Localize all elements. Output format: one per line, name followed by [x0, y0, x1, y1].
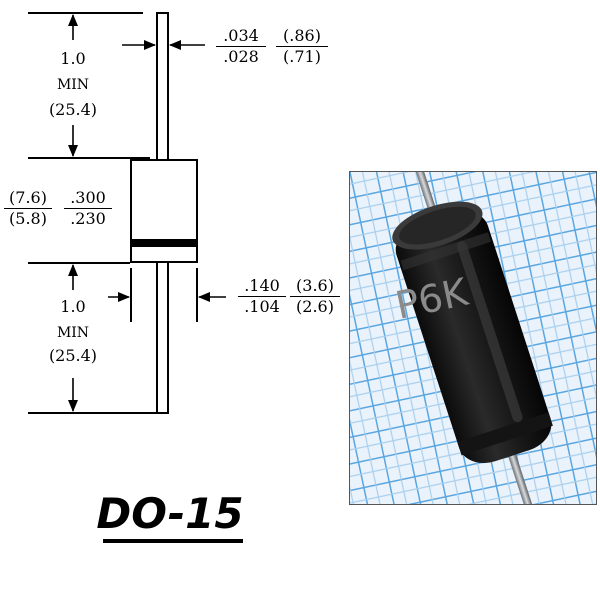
arrowhead-bottom-lower — [68, 400, 78, 412]
body-diameter-inch-max: .140 — [244, 276, 280, 295]
arrowhead-bottom-upper — [68, 264, 78, 276]
body-length-inch-min: .230 — [64, 208, 112, 229]
lead-diameter-inch-min: .028 — [216, 46, 266, 67]
lead-diameter-inch-max: .034 — [223, 26, 259, 45]
body-diameter-inch-min: .104 — [238, 296, 286, 317]
lead-length-top-value: 1.0 — [60, 49, 86, 68]
lead-length-bottom-metric: (25.4) — [48, 346, 98, 365]
lead-length-bottom-value: 1.0 — [60, 297, 86, 316]
arrowhead-body-dia-left — [118, 292, 130, 302]
photo-lead-bottom — [505, 444, 547, 505]
lead-length-bottom-qualifier: MIN — [56, 325, 90, 341]
body-length-mm-min: (5.8) — [4, 208, 52, 229]
arrowhead-lead-dia-left — [144, 40, 156, 50]
body-diameter-mm-min: (2.6) — [290, 296, 340, 317]
lead-diameter-mm-max: (.86) — [283, 26, 321, 45]
body-diameter-inch: .140 .104 — [238, 276, 286, 317]
lead-top — [156, 12, 169, 161]
lead-bottom — [156, 261, 169, 414]
body-length-inch: .300 .230 — [64, 188, 112, 229]
photo-border — [349, 171, 597, 505]
lead-diameter-inch: .034 .028 — [216, 26, 266, 67]
lead-diameter-mm: (.86) (.71) — [276, 26, 328, 67]
package-name-underline — [103, 539, 243, 543]
lead-length-top-metric: (25.4) — [48, 100, 98, 119]
body-diameter-mm: (3.6) (2.6) — [290, 276, 340, 317]
cathode-band — [132, 239, 196, 247]
arrowhead-top-upper — [68, 14, 78, 26]
arrowhead-body-dia-right — [198, 292, 210, 302]
lead-length-top-qualifier: MIN — [56, 77, 90, 93]
product-photo: P6K — [349, 171, 597, 505]
body-length-mm-max: (7.6) — [9, 188, 47, 207]
arrowhead-top-lower — [68, 145, 78, 157]
body-diameter-mm-max: (3.6) — [296, 276, 334, 295]
arrowhead-lead-dia-right — [169, 40, 181, 50]
package-name: DO-15 — [96, 489, 244, 538]
body-length-inch-max: .300 — [70, 188, 106, 207]
body-length-mm: (7.6) (5.8) — [4, 188, 52, 229]
lead-diameter-mm-min: (.71) — [276, 46, 328, 67]
